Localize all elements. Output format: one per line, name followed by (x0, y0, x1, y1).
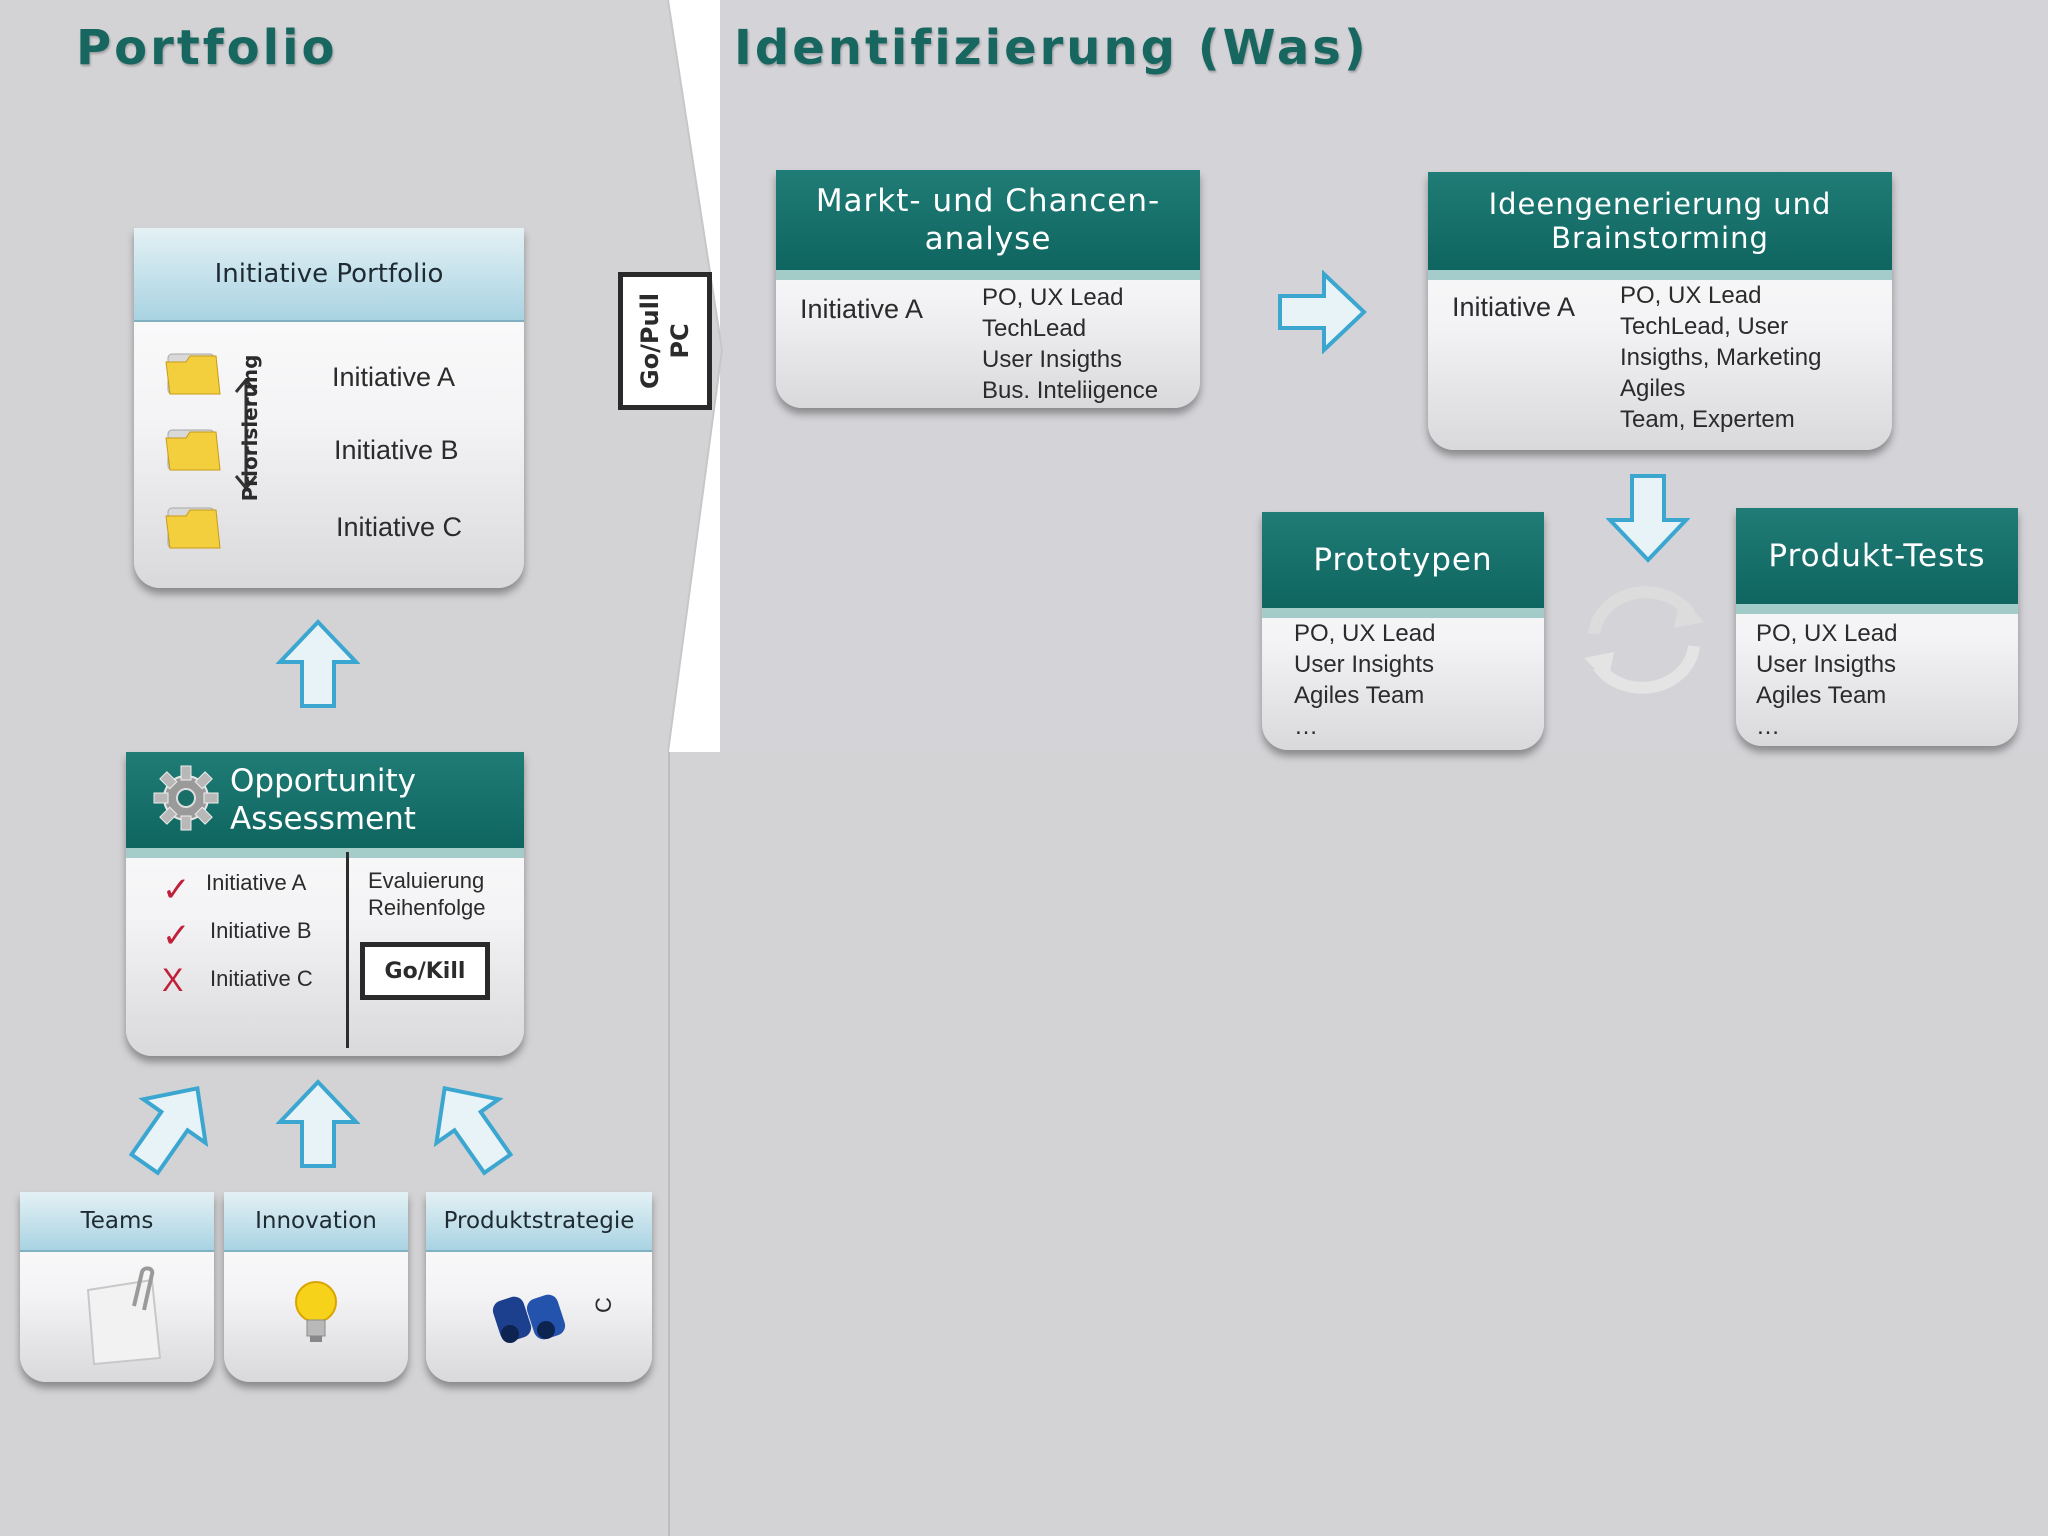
right-arrow-icon (1278, 270, 1367, 354)
assessment-item-a: Initiative A (206, 870, 307, 895)
up-arrow-icon (276, 619, 360, 708)
go-kill-gate: Go/Kill (360, 942, 490, 1000)
diagonal-arrow-icon (128, 1085, 209, 1176)
opportunity-assessment-header: Opportunity Assessment (126, 752, 524, 848)
ideation-title-line2: Brainstorming (1551, 221, 1769, 255)
cross-icon: X (162, 962, 184, 998)
market-analysis-header: Markt- und Chancen- analyse (776, 170, 1200, 270)
role-line: Team, Expertem (1620, 406, 1795, 433)
role-line: … (1294, 713, 1318, 740)
diagonal-arrow-icon (433, 1085, 514, 1176)
portfolio-item-b: Initiative B (334, 435, 459, 465)
source-card-teams: Teams (20, 1192, 214, 1382)
portfolio-heading: Portfolio (76, 20, 338, 76)
up-arrow-icon (276, 1079, 360, 1168)
identification-heading: Identifizierung (Was) (734, 20, 1369, 76)
gear-icon (153, 765, 219, 831)
empty-lower-area (668, 752, 2048, 1536)
portfolio-item-a: Initiative A (332, 362, 456, 392)
market-roles: PO, UX Lead TechLead User Insigths Bus. … (982, 282, 1158, 406)
gate-line1: Go/Pull (636, 292, 664, 390)
binoculars-icon (492, 1294, 566, 1343)
opportunity-title-line2: Assessment (230, 801, 416, 837)
product-tests-card: Produkt-Tests PO, UX Lead User Insigths … (1736, 508, 2018, 746)
role-line: Agiles Team (1756, 682, 1887, 709)
folder-icon (165, 507, 221, 549)
source-card-innovation: Innovation (224, 1192, 408, 1382)
product-tests-title: Produkt-Tests (1736, 508, 2018, 604)
source-title-teams: Teams (20, 1192, 214, 1252)
source-title-product-strategy: Produktstrategie (426, 1192, 652, 1252)
role-line: User Insights (1294, 651, 1435, 678)
prototypes-title: Prototypen (1262, 512, 1544, 608)
source-card-product-strategy: Produktstrategie C (426, 1192, 652, 1382)
go-pull-gate: Go/Pull PC (618, 272, 712, 410)
source-extra-mark: C (590, 1297, 616, 1313)
priority-label: Priorisierung (238, 354, 262, 502)
folder-icon (165, 353, 221, 395)
cycle-arrows-icon (1584, 586, 1704, 694)
assessment-item-b: Initiative B (210, 918, 312, 943)
double-arrow-icon (234, 378, 258, 490)
folder-icon (165, 429, 221, 471)
ideation-header: Ideengenerierung und Brainstorming (1428, 172, 1892, 270)
market-title-line1: Markt- und Chancen- (815, 183, 1161, 219)
initiative-portfolio-title: Initiative Portfolio (134, 228, 524, 322)
role-line: PO, UX Lead (1294, 620, 1436, 647)
role-line: User Insigths (1756, 651, 1897, 678)
check-icon: ✓ (162, 916, 191, 956)
role-line: TechLead (982, 315, 1087, 342)
lightbulb-icon (295, 1281, 337, 1342)
down-arrow-icon (1606, 474, 1690, 563)
prototypes-card: Prototypen PO, UX Lead User Insights Agi… (1262, 512, 1544, 750)
paperclip-note-icon (86, 1266, 162, 1366)
prototypes-roles: PO, UX Lead User Insights Agiles Team … (1294, 618, 1435, 742)
ideation-title-line1: Ideengenerierung und (1488, 187, 1832, 221)
gate-line2: PC (666, 323, 694, 359)
role-line: TechLead, User (1620, 313, 1789, 340)
ideation-roles: PO, UX Lead TechLead, User Insigths, Mar… (1620, 280, 1821, 435)
assessment-divider (346, 852, 349, 1048)
role-line: … (1756, 713, 1780, 740)
role-line: PO, UX Lead (1620, 282, 1762, 309)
product-tests-roles: PO, UX Lead User Insigths Agiles Team … (1756, 618, 1897, 742)
portfolio-item-c: Initiative C (336, 512, 463, 542)
evaluation-label: Evaluierung (368, 868, 485, 893)
assessment-item-c: Initiative C (210, 966, 313, 991)
check-icon: ✓ (162, 870, 191, 910)
role-line: Bus. Inteliigence (982, 377, 1159, 404)
source-title-innovation: Innovation (224, 1192, 408, 1252)
opportunity-title-line1: Opportunity (230, 763, 417, 799)
market-title-line2: analyse (924, 221, 1052, 257)
role-line: Insigths, Marketing (1620, 344, 1822, 371)
role-line: PO, UX Lead (982, 284, 1124, 311)
ideation-initiative: Initiative A (1452, 292, 1576, 322)
opportunity-assessment-card: Opportunity Assessment ✓ Initiative A ✓ … (126, 752, 524, 1056)
role-line: Agiles Team (1294, 682, 1425, 709)
order-label: Reihenfolge (368, 895, 486, 920)
role-line: Agiles (1620, 375, 1686, 402)
initiative-portfolio-card: Initiative Portfolio Priorisierung Initi… (134, 228, 524, 588)
market-initiative: Initiative A (800, 294, 924, 324)
role-line: User Insigths (982, 346, 1123, 373)
market-analysis-card: Markt- und Chancen- analyse Initiative A… (776, 170, 1200, 408)
role-line: PO, UX Lead (1756, 620, 1898, 647)
ideation-card: Ideengenerierung und Brainstorming Initi… (1428, 172, 1892, 450)
